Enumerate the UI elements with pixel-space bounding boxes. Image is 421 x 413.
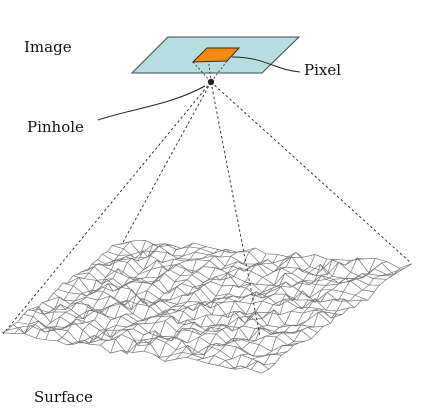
surface-mesh-line bbox=[62, 282, 337, 316]
surface-mesh-line bbox=[37, 303, 306, 342]
surface-mesh-line bbox=[12, 324, 276, 366]
ray-front bbox=[210, 81, 261, 337]
surface-mesh-line bbox=[32, 309, 299, 346]
pixel-label: Pixel bbox=[304, 61, 341, 79]
surface-mesh-line bbox=[24, 240, 146, 334]
surface-mesh-line bbox=[67, 277, 343, 319]
surface-mesh-line bbox=[196, 259, 339, 361]
projection-rays bbox=[2, 81, 412, 337]
surface-mesh-line bbox=[57, 289, 331, 327]
surface-mesh-line bbox=[97, 258, 380, 286]
pixel-square bbox=[191, 47, 241, 63]
pixel-leader-line bbox=[231, 56, 301, 73]
surface-mesh-line bbox=[7, 325, 270, 370]
ray-back-left bbox=[121, 81, 212, 245]
surface-mesh-line bbox=[102, 253, 387, 284]
surface-mesh-line bbox=[27, 306, 294, 352]
surface-label: Surface bbox=[34, 388, 93, 406]
surface-mesh-line bbox=[87, 263, 369, 301]
pixel-ray-right bbox=[210, 60, 228, 83]
surface-mesh bbox=[1, 240, 413, 374]
surface-mesh-line bbox=[81, 266, 362, 303]
surface-mesh-line bbox=[42, 302, 312, 339]
surface-mesh-line bbox=[53, 292, 324, 328]
surface-mesh-line bbox=[2, 332, 262, 374]
surface-mesh-line bbox=[17, 320, 282, 358]
surface-mesh-line bbox=[122, 240, 413, 269]
image-label: Image bbox=[24, 38, 72, 56]
surface-mesh-line bbox=[23, 314, 288, 357]
ray-left bbox=[2, 81, 212, 335]
surface-mesh-line bbox=[261, 263, 413, 374]
surface-mesh-line bbox=[45, 243, 172, 340]
pinhole-dot-icon bbox=[207, 78, 215, 86]
pinhole-label: Pinhole bbox=[27, 118, 84, 136]
pixel-ray-left bbox=[192, 61, 212, 83]
surface-mesh-line bbox=[91, 259, 375, 292]
pinhole-leader-line bbox=[97, 85, 206, 121]
